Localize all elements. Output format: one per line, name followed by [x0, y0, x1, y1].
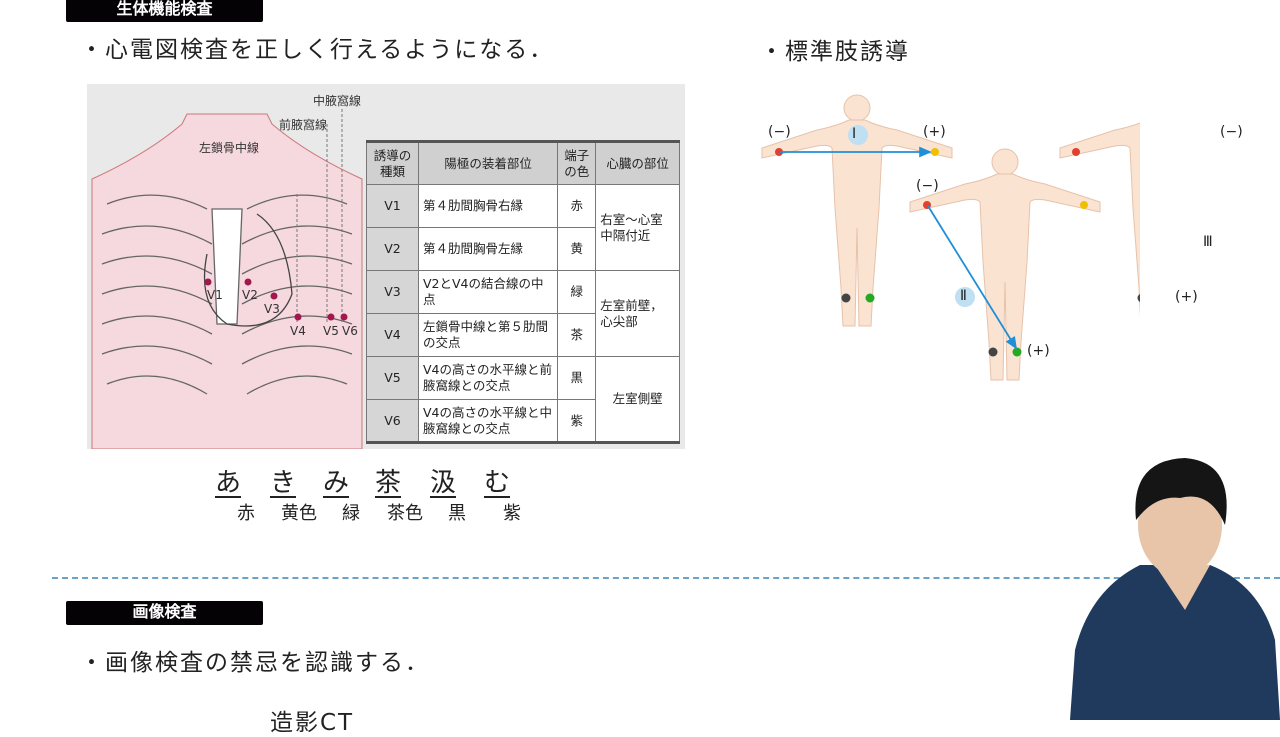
color-black: 黒 — [448, 503, 466, 524]
electrode-v1: V1 — [207, 288, 223, 302]
electrode-v6: V6 — [342, 324, 358, 338]
th-site: 陽極の装着部位 — [417, 141, 559, 185]
section-divider — [52, 577, 1280, 579]
mnemonic-ku: 汲 — [430, 468, 457, 498]
neg-label-1: (−) — [768, 124, 791, 140]
color-purple: 紫 — [503, 503, 521, 524]
section-tag-physiology: 生体機能検査 — [66, 0, 263, 22]
section-tag-imaging: 画像検査 — [66, 601, 263, 625]
mnemonic-mu: む — [484, 468, 511, 498]
electrode-v2: V2 — [242, 288, 258, 302]
neg-label-3: (−) — [1220, 124, 1243, 140]
electrode-v5: V5 — [323, 324, 339, 338]
electrode-v4: V4 — [290, 324, 306, 338]
limb-leads-title: ・標準肢誘導 — [760, 39, 910, 65]
objective-imaging: ・画像検査の禁忌を認識する． — [80, 650, 430, 676]
pos-label-2: (+) — [1027, 343, 1050, 359]
mnemonic-a: あ — [215, 468, 242, 498]
th-region: 心臓の部位 — [595, 141, 680, 185]
th-lead: 誘導の種類 — [366, 141, 419, 185]
chest-lead-figure: 中腋窩線 前腋窩線 左鎖骨中線 V1 V2 V3 V4 V5 V6 誘導の種類陽… — [87, 84, 685, 449]
objective-ecg: ・心電図検査を正しく行えるようになる． — [80, 37, 555, 63]
limb-lead-figure — [761, 94, 1140, 381]
color-brown: 茶色 — [387, 503, 423, 524]
mnemonic-cha: 茶 — [375, 468, 402, 498]
contrast-ct-item: 造影CT — [270, 710, 355, 736]
electrode-v3: V3 — [264, 302, 280, 316]
color-yellow: 黄色 — [281, 503, 317, 524]
lead-ii-label: Ⅱ — [960, 288, 967, 304]
neg-label-2: (−) — [916, 178, 939, 194]
mnemonic-ki: き — [270, 468, 297, 498]
lead-iii-label: Ⅲ — [1203, 234, 1213, 250]
label-mid-axillary: 中腋窩線 — [313, 94, 362, 108]
label-ant-axillary: 前腋窩線 — [279, 118, 328, 132]
label-mid-clavicular: 左鎖骨中線 — [199, 141, 260, 155]
presenter-video — [1070, 458, 1280, 720]
chest-diagram — [91, 109, 363, 449]
pos-label-1: (+) — [923, 124, 946, 140]
color-red: 赤 — [237, 503, 255, 524]
mnemonic-mi: み — [323, 468, 350, 498]
lead-i-label: Ⅰ — [852, 126, 857, 142]
pos-label-3: (+) — [1175, 289, 1198, 305]
th-color: 端子の色 — [557, 141, 597, 185]
color-green: 緑 — [342, 503, 360, 524]
